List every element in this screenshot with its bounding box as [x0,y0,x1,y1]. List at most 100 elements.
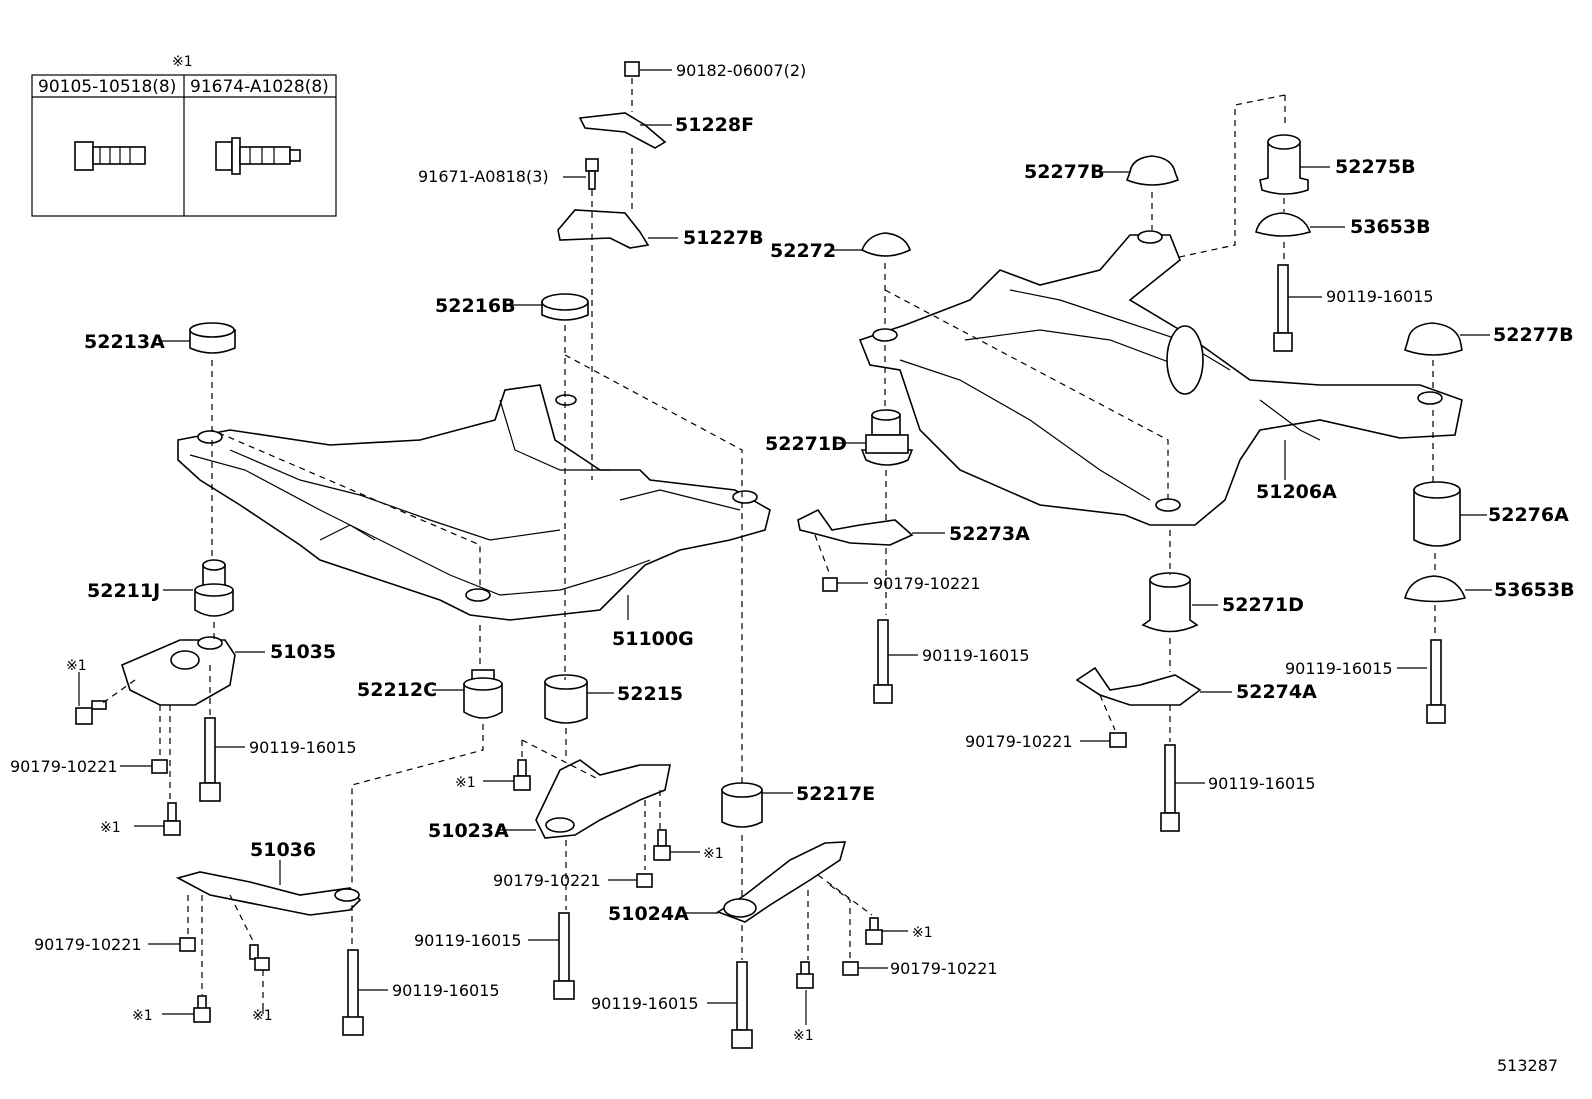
bushing-52271D-right [1141,572,1199,633]
bracket-52274A [1075,666,1202,706]
bushing-52215 [544,674,588,724]
bushing-52213A [189,322,236,354]
fastener-table: ※1 90105-10518(8) 91674-A1028(8) [31,54,337,217]
bolt-marked-left [75,700,107,725]
label-90179-bl: 90179-10221 [34,935,142,954]
label-52276A: 52276A [1488,504,1569,526]
table-note-mark: ※1 [172,54,193,70]
label-90119-bc2: 90119-16015 [591,994,699,1013]
label-90119-bc: 90119-16015 [414,931,522,950]
reference-code: 513287 [1497,1056,1558,1075]
label-52274A: 52274A [1236,681,1317,703]
bolt-marked-bl [193,995,211,1023]
bracket-51023A [535,759,671,839]
brace-51036 [175,871,362,916]
bolt-marked-center-right [653,829,671,861]
table-col1-header: 90105-10518(8) [38,77,176,97]
bolt-marked-bc [796,961,814,989]
bolt-90119-bc2 [731,961,753,1049]
bolt-90119-bl [342,949,364,1036]
washer-53653B-right [1404,575,1467,603]
washer-bolt-icon [215,137,301,175]
nut-52272 [860,232,911,257]
bolt-91671 [585,158,599,190]
bushing-52212C [463,669,503,719]
label-90119-bl: 90119-16015 [392,981,500,1000]
alignment-lines [99,78,1436,1005]
label-90179-br: 90179-10221 [890,959,998,978]
label-52275B: 52275B [1335,156,1416,178]
label-51227B: 51227B [683,227,764,249]
label-90119-right-top: 90119-16015 [1326,287,1434,306]
label-52216B: 52216B [435,295,516,317]
front-crossmember [177,384,771,621]
bushing-52271D-left [860,409,914,466]
mark-note-3: ※1 [455,775,476,791]
mark-note-8: ※1 [793,1028,814,1044]
bolt-90119-right [1426,639,1446,724]
bracket-51227B [557,209,650,249]
leader-lines [78,69,1492,1025]
label-90182-06007: 90182-06007(2) [676,61,806,80]
label-52272: 52272 [770,240,836,262]
mount-52277B-right [1404,322,1463,356]
bracket-52273A [797,508,914,546]
label-51035: 51035 [270,641,336,663]
label-52211J: 52211J [87,580,160,602]
bushing-52217E [721,782,763,828]
label-90119-right-low: 90119-16015 [1208,774,1316,793]
bracket-51024A [716,841,847,923]
bushing-52275B [1259,134,1309,195]
label-52217E: 52217E [796,783,875,805]
label-52271D-left: 52271D [765,433,847,455]
label-52212C: 52212C [357,679,437,701]
label-90179-center: 90179-10221 [493,871,601,890]
bolt-marked-left-low [163,802,181,836]
rear-crossmember [858,230,1463,526]
bushing-52276A [1413,481,1461,547]
mark-note-2: ※1 [100,820,121,836]
bolt-90119-right-top [1273,264,1293,352]
bushing-52211J [194,559,234,617]
nut-90179-right [1109,732,1127,748]
bolt-marked-center [513,759,531,791]
label-90179-left: 90179-10221 [10,757,118,776]
mount-52277B-top [1125,155,1180,186]
label-52215: 52215 [617,683,683,705]
flange-bolt-icon [74,141,146,171]
bushing-52216B [541,293,589,321]
bolt-marked-br [865,917,883,945]
label-52277B-top: 52277B [1024,161,1105,183]
nut-90179-br [842,961,859,976]
mount-bracket-51035 [121,636,236,706]
label-91671-A0818: 91671-A0818(3) [418,167,549,186]
nut-90179-bl [179,937,196,952]
label-51206A: 51206A [1256,481,1337,503]
label-51023A: 51023A [428,820,509,842]
bolt-90119-bc [553,912,575,1000]
label-90119-right: 90119-16015 [1285,659,1393,678]
nut-90179-left [151,759,168,774]
bolt-90119-left [199,717,221,802]
mark-note-4: ※1 [703,846,724,862]
label-52213A: 52213A [84,331,165,353]
mark-note-1: ※1 [66,658,87,674]
label-52271D-right: 52271D [1222,594,1304,616]
nut-90179-center [636,873,653,888]
washer-53653B-top [1255,212,1312,237]
label-90119-mid: 90119-16015 [922,646,1030,665]
table-col2-header: 91674-A1028(8) [190,77,329,97]
nut-90182 [624,61,640,77]
label-51100G: 51100G [612,628,694,650]
nut-90179-mid [822,577,838,592]
part-labels: 90182-06007(2) 51228F 91671-A0818(3) 512… [10,61,1575,1075]
label-51036: 51036 [250,839,316,861]
label-90119-left: 90119-16015 [249,738,357,757]
label-51024A: 51024A [608,903,689,925]
label-52277B-right: 52277B [1493,324,1574,346]
bolt-90119-right-low [1160,744,1180,832]
label-53653B-right: 53653B [1494,579,1575,601]
label-90179-mid: 90179-10221 [873,574,981,593]
mark-note-5: ※1 [912,925,933,941]
